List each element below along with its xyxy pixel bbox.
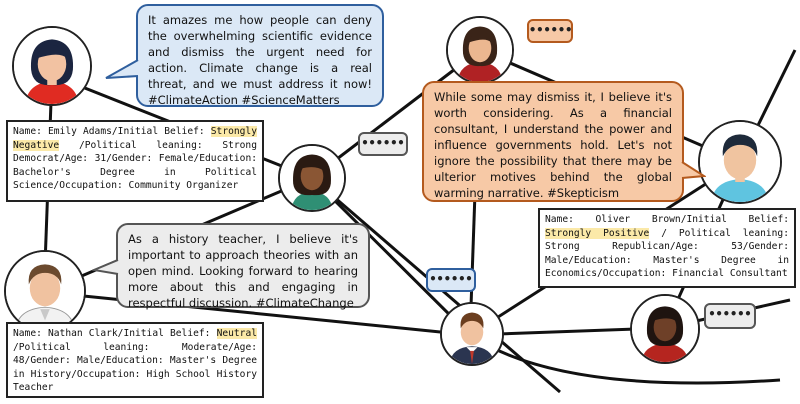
avatar-nathan — [4, 250, 86, 332]
nathan-message-bubble: As a history teacher, I believe it's imp… — [116, 223, 370, 310]
oliver-profile-card: Name: Oliver Brown/Initial Belief: Stron… — [538, 208, 796, 288]
woman-avatar-icon — [14, 28, 90, 104]
edge — [469, 333, 781, 385]
profile-name-line: Name: Nathan Clark/Initial Belief: — [13, 328, 211, 339]
avatar-oliver — [698, 120, 782, 204]
initial-belief-badge: Neutral — [216, 328, 257, 339]
oliver-message-text: While some may dismiss it, I believe it'… — [434, 90, 672, 200]
nathan-profile-card: Name: Nathan Clark/Initial Belief: Neutr… — [6, 322, 264, 398]
bubble-tail — [105, 59, 139, 79]
typing-indicator: •••••• — [426, 268, 476, 292]
avatar-agent-bottom-right — [630, 294, 700, 364]
avatar-agent-top — [446, 16, 514, 84]
edge — [311, 48, 481, 180]
woman-avatar-icon — [448, 18, 512, 82]
nathan-message-text: As a history teacher, I believe it's imp… — [128, 232, 358, 310]
man-avatar-icon — [442, 304, 502, 364]
profile-name-line: Name: Oliver Brown/Initial Belief: — [545, 214, 789, 225]
oliver-message-bubble: While some may dismiss it, I believe it'… — [422, 81, 684, 202]
initial-belief-badge: Strongly Positive — [545, 227, 650, 239]
avatar-agent-bottom — [440, 302, 504, 366]
profile-details: /Political leaning: Moderate/Age: 48/Gen… — [13, 341, 257, 394]
edge — [310, 176, 472, 337]
man-avatar-icon — [700, 122, 780, 202]
profile-name-line: Name: Emily Adams/Initial Belief: — [13, 126, 205, 137]
emily-message-bubble: It amazes me how people can deny the ove… — [136, 4, 384, 107]
bubble-tail — [681, 161, 706, 179]
bubble-tail — [92, 259, 119, 275]
woman-avatar-icon — [280, 146, 344, 210]
avatar-agent-middle — [278, 144, 346, 212]
man-avatar-icon — [6, 252, 84, 330]
typing-indicator: •••••• — [527, 19, 573, 43]
profile-details: /Political leaning: Strong Democrat/Age:… — [13, 139, 257, 192]
avatar-emily — [12, 26, 92, 106]
typing-indicator: •••••• — [704, 303, 756, 329]
profile-details: / Political leaning: Strong Republican/A… — [545, 227, 789, 280]
emily-profile-card: Name: Emily Adams/Initial Belief: Strong… — [6, 120, 264, 202]
woman-avatar-icon — [632, 296, 698, 362]
typing-indicator: •••••• — [358, 132, 408, 156]
edge — [43, 290, 471, 337]
emily-message-text: It amazes me how people can deny the ove… — [148, 13, 372, 107]
